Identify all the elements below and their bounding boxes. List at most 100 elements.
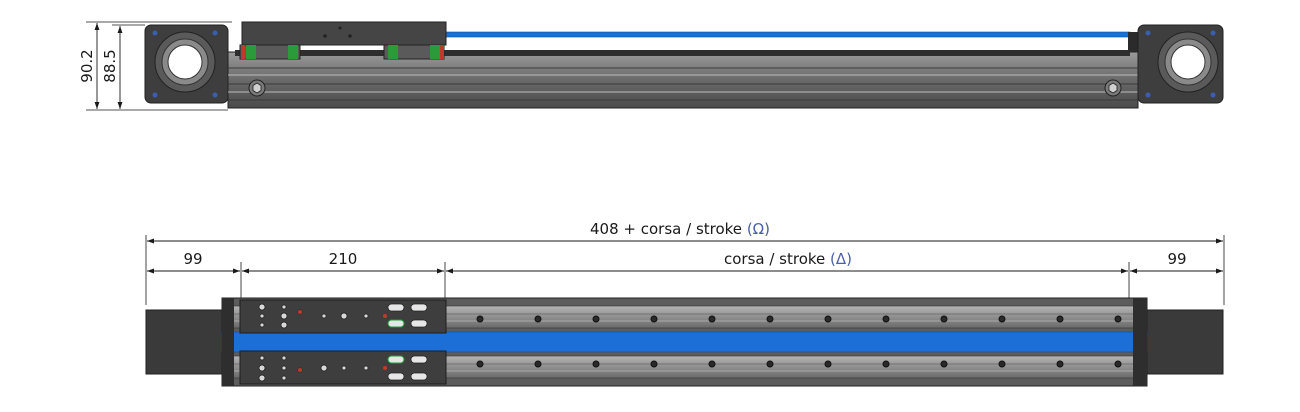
side-belt — [444, 31, 1131, 38]
upper-bolt-row — [476, 315, 1122, 323]
lower-bolt-row — [476, 360, 1122, 368]
top-belt — [221, 331, 1148, 353]
carriage-hole-icon — [341, 365, 347, 371]
rail-bolt-icon — [534, 315, 542, 323]
top-view: 408 + corsa / stroke (Ω) 99 210 corsa / … — [145, 220, 1225, 387]
side-belt-clamp — [1128, 32, 1138, 52]
carriage-hole-icon — [259, 355, 265, 361]
carriage-slot-icon — [387, 319, 405, 328]
side-carriage-hole-icon — [348, 34, 352, 38]
side-hex-socket-icon — [1108, 82, 1118, 94]
side-right-screw-icon — [1145, 92, 1151, 98]
carriage-slot-icon — [387, 372, 405, 381]
side-right-screw-icon — [1210, 92, 1216, 98]
side-carriage-hole-icon — [323, 34, 327, 38]
carriage-hole-icon — [320, 364, 328, 372]
rail-bolt-icon — [882, 315, 890, 323]
side-carriage-plate — [241, 21, 447, 46]
side-right-bearing-bore — [1170, 44, 1206, 80]
side-top-rail — [235, 50, 1130, 56]
rail-bolt-icon — [824, 360, 832, 368]
dim-label-right-end: 99 — [1167, 250, 1186, 268]
side-left-screw-icon — [212, 30, 218, 36]
carriage-hole-icon — [259, 322, 265, 328]
carriage-hole-icon — [280, 321, 288, 329]
rail-bolt-icon — [650, 315, 658, 323]
side-left-screw-icon — [152, 30, 158, 36]
rail-bolt-icon — [882, 360, 890, 368]
carriage-slot-icon — [387, 355, 405, 364]
rail-bolt-icon — [940, 315, 948, 323]
carriage-hole-icon — [281, 375, 287, 381]
rail-bolt-icon — [592, 315, 600, 323]
carriage-hole-pattern — [258, 303, 387, 382]
carriage-pin-icon — [298, 310, 302, 314]
carriage-slot-icon — [410, 372, 428, 381]
carriage-hole-icon — [363, 365, 369, 371]
dim-label-stroke: corsa / stroke (Δ) — [724, 250, 852, 268]
carriage-hole-icon — [259, 313, 265, 319]
side-hex-socket-icon — [252, 82, 262, 94]
side-rail-seal-green — [288, 45, 298, 59]
top-left-body-plate — [222, 298, 234, 386]
dim-label-left-end: 99 — [183, 250, 202, 268]
side-carriage-hole-icon — [338, 26, 342, 30]
carriage-hole-icon — [281, 365, 287, 371]
dim-symbol-delta: (Δ) — [830, 250, 852, 268]
carriage-slot-icon — [387, 303, 405, 312]
carriage-hole-icon — [280, 312, 288, 320]
rail-bolt-icon — [998, 360, 1006, 368]
rail-bolt-icon — [998, 315, 1006, 323]
rail-bolt-icon — [824, 315, 832, 323]
side-right-screw-icon — [1210, 30, 1216, 36]
rail-bolt-icon — [534, 360, 542, 368]
carriage-hole-icon — [281, 355, 287, 361]
carriage-hole-icon — [258, 374, 266, 382]
dim-label-height-outer: 90.2 — [78, 49, 96, 82]
side-rail-seal-red — [440, 45, 444, 59]
carriage-hole-icon — [363, 313, 369, 319]
side-right-screw-icon — [1145, 30, 1151, 36]
rail-bolt-icon — [1056, 360, 1064, 368]
side-left-screw-icon — [152, 92, 158, 98]
rail-bolt-icon — [766, 315, 774, 323]
rail-bolt-icon — [1056, 315, 1064, 323]
top-right-end-cap — [1142, 309, 1224, 375]
dim-label-height-inner: 88.5 — [101, 49, 119, 82]
side-left-screw-icon — [212, 92, 218, 98]
carriage-hole-icon — [258, 364, 266, 372]
carriage-slot-icon — [410, 355, 428, 364]
side-view: 90.2 88.5 — [78, 21, 1224, 111]
rail-bolt-icon — [940, 360, 948, 368]
top-right-body-plate — [1133, 298, 1147, 386]
carriage-slot-icon — [410, 319, 428, 328]
rail-bolt-icon — [708, 315, 716, 323]
rail-bolt-icon — [1114, 360, 1122, 368]
dim-label-total: 408 + corsa / stroke (Ω) — [590, 220, 770, 238]
carriage-hole-icon — [340, 312, 348, 320]
side-rail-seal-red — [241, 45, 245, 59]
carriage-slot-icon — [410, 303, 428, 312]
carriage-pin-icon — [383, 366, 387, 370]
carriage-pin-icon — [298, 368, 302, 372]
side-left-bearing-bore — [167, 44, 203, 80]
side-rail-seal-green — [430, 45, 440, 59]
side-rail-seal-green — [246, 45, 256, 59]
rail-bolt-icon — [708, 360, 716, 368]
rail-bolt-icon — [1114, 315, 1122, 323]
carriage-hole-icon — [321, 313, 327, 319]
rail-bolt-icon — [650, 360, 658, 368]
carriage-hole-icon — [281, 304, 287, 310]
dim-label-carriage: 210 — [329, 250, 358, 268]
rail-bolt-icon — [766, 360, 774, 368]
top-left-end-cap — [145, 309, 227, 375]
dim-symbol-omega: (Ω) — [747, 220, 770, 238]
rail-bolt-icon — [476, 315, 484, 323]
carriage-hole-icon — [258, 303, 266, 311]
rail-bolt-icon — [592, 360, 600, 368]
rail-bolt-icon — [476, 360, 484, 368]
side-rail-seal-green — [388, 45, 398, 59]
carriage-pin-icon — [383, 314, 387, 318]
